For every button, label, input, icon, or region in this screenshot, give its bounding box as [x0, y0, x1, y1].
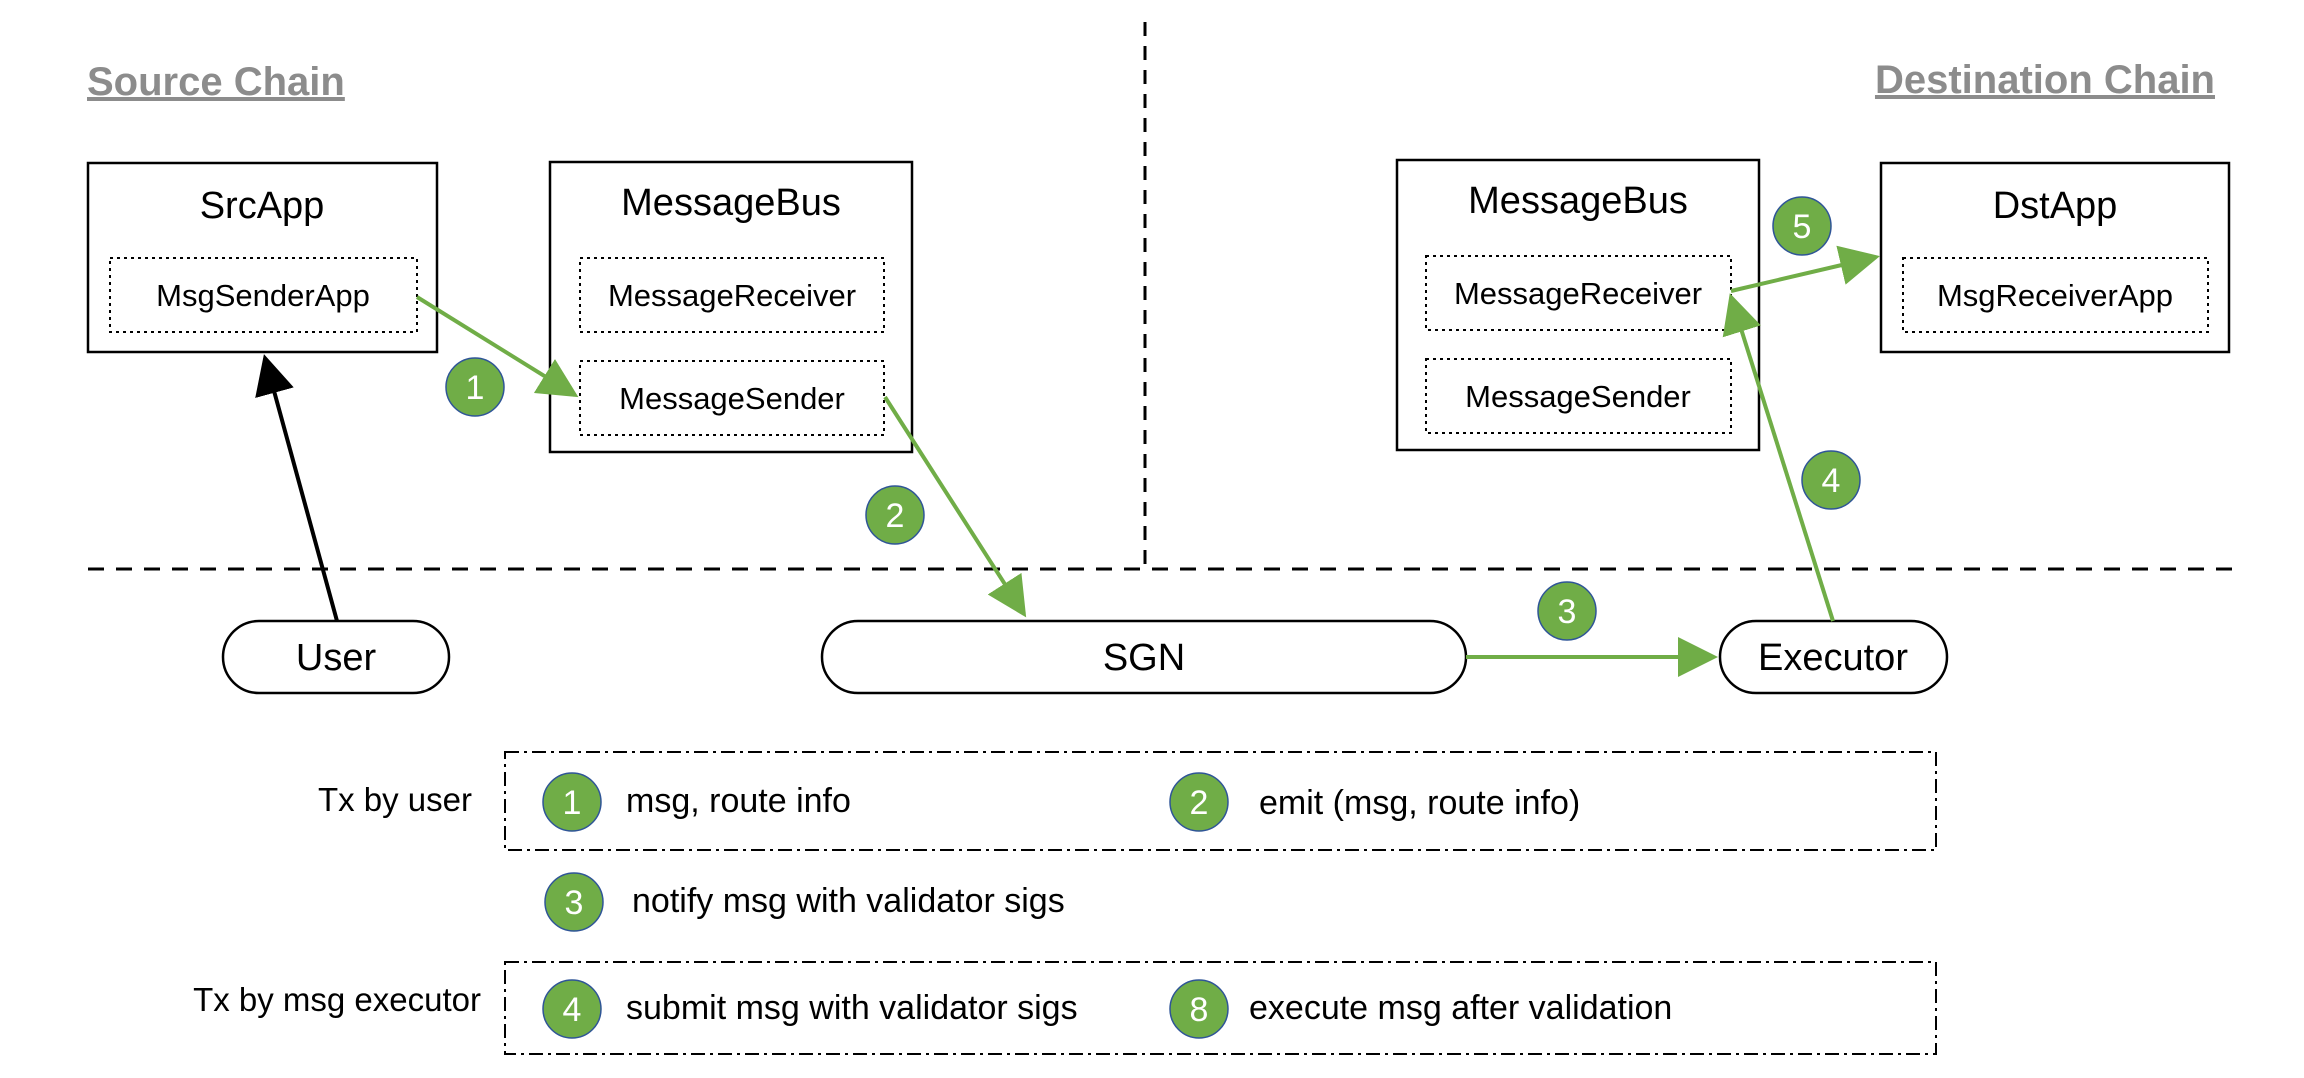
step-badge-5-label: 5 [1793, 208, 1812, 246]
executor-node: Executor [1718, 619, 1949, 695]
tx-by-user-label: Tx by user [318, 781, 472, 818]
destination-chain-title: Destination Chain [1875, 58, 2215, 102]
step-badge-3-label: 3 [1558, 593, 1577, 631]
destination-message-bus-box: MessageBus MessageReceiver MessageSender [1395, 158, 1761, 452]
sgn-node: SGN [820, 619, 1468, 695]
source-message-bus-title: MessageBus [621, 182, 841, 224]
step-badge-4-label: 4 [1822, 462, 1841, 500]
msg-receiver-app-label: MsgReceiverApp [1937, 278, 2173, 313]
step-badge-1-label: 1 [466, 369, 485, 407]
legend-item-1-number: 1 [563, 784, 582, 822]
step4-arrow [1722, 293, 1835, 622]
sgn-label: SGN [1103, 637, 1185, 679]
destination-message-sender-label: MessageSender [1465, 379, 1691, 414]
legend-item-4-number: 4 [563, 991, 582, 1029]
source-message-sender-label: MessageSender [619, 381, 845, 416]
destination-message-receiver-label: MessageReceiver [1454, 276, 1702, 311]
step-badge-3: 3 [1537, 581, 1597, 641]
legend-item-3-text: notify msg with validator sigs [632, 882, 1065, 920]
legend-item-8: 8 execute msg after validation [1169, 979, 1672, 1039]
step1-arrow [415, 295, 579, 398]
src-app-title: SrcApp [200, 185, 325, 227]
step-badge-1: 1 [445, 357, 505, 417]
legend-item-8-text: execute msg after validation [1249, 989, 1672, 1027]
step-badge-5: 5 [1772, 196, 1832, 256]
user-label: User [296, 637, 377, 679]
legend-item-2: 2 emit (msg, route info) [1169, 772, 1580, 832]
dst-app-box: DstApp MsgReceiverApp [1879, 161, 2231, 354]
msg-sender-app-label: MsgSenderApp [156, 278, 370, 313]
src-app-box: SrcApp MsgSenderApp [86, 161, 439, 354]
source-message-receiver-label: MessageReceiver [608, 278, 856, 313]
legend-item-3: 3 notify msg with validator sigs [544, 872, 1065, 932]
step5-arrow [1730, 245, 1880, 293]
source-chain-title: Source Chain [87, 60, 345, 104]
legend-item-2-number: 2 [1190, 784, 1209, 822]
destination-message-bus-title: MessageBus [1468, 180, 1688, 222]
legend-item-3-number: 3 [565, 884, 584, 922]
step-badge-2: 2 [865, 485, 925, 545]
destination-message-receiver-box [1425, 255, 1732, 331]
destination-message-sender-box [1425, 358, 1732, 434]
tx-by-executor-label: Tx by msg executor [193, 981, 481, 1018]
legend-item-2-text: emit (msg, route info) [1259, 784, 1580, 822]
user-to-src-app-arrow [255, 354, 339, 622]
legend-item-1: 1 msg, route info [542, 772, 851, 832]
msg-sender-app-box [109, 257, 418, 333]
source-message-sender-box [579, 360, 885, 436]
source-message-bus-box: MessageBus MessageReceiver MessageSender [548, 160, 914, 454]
executor-label: Executor [1758, 637, 1908, 679]
legend-item-4-text: submit msg with validator sigs [626, 989, 1078, 1027]
tx-by-executor-group [504, 961, 1937, 1055]
msg-receiver-app-box [1902, 257, 2209, 333]
tx-by-user-group [504, 751, 1937, 851]
legend-item-4: 4 submit msg with validator sigs [542, 979, 1078, 1039]
step-badge-2-label: 2 [886, 497, 905, 535]
source-message-receiver-box [579, 257, 885, 333]
step2-arrow [883, 395, 1027, 618]
step-badge-4: 4 [1801, 450, 1861, 510]
dst-app-title: DstApp [1993, 185, 2118, 227]
legend-item-8-number: 8 [1190, 991, 1209, 1029]
legend: Tx by user 1 msg, route info 2 emit (msg… [193, 751, 1937, 1055]
legend-item-1-text: msg, route info [626, 782, 851, 820]
user-node: User [221, 619, 451, 695]
